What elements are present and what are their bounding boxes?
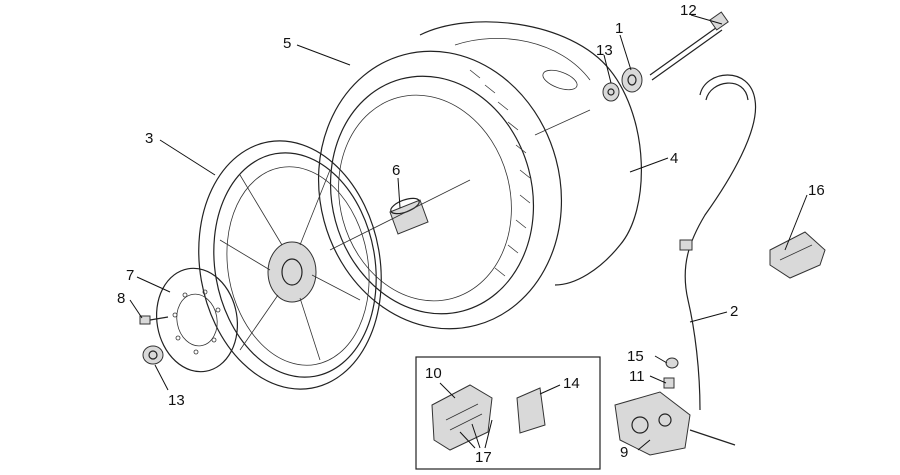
part-13-bearing-left bbox=[142, 345, 164, 365]
part-6-spacer bbox=[329, 179, 471, 251]
part-15-cap bbox=[665, 357, 679, 369]
callout-6: 6 bbox=[392, 162, 400, 179]
callout-2: 2 bbox=[730, 303, 738, 320]
part-2-brake-hose bbox=[679, 74, 757, 411]
part-12-axle bbox=[649, 11, 729, 81]
part-4-housing bbox=[419, 21, 642, 286]
part-10-pads bbox=[431, 384, 493, 451]
callout-4: 4 bbox=[670, 150, 678, 167]
callout-17: 17 bbox=[475, 449, 492, 466]
part-14-pad bbox=[516, 387, 546, 434]
callout-16: 16 bbox=[808, 182, 825, 199]
leader-lines bbox=[129, 14, 808, 451]
callout-5: 5 bbox=[283, 35, 291, 52]
callout-13-right: 13 bbox=[596, 42, 613, 59]
callout-13-left: 13 bbox=[168, 392, 185, 409]
part-13-bearing-right bbox=[602, 82, 620, 102]
part-3-rim bbox=[198, 140, 382, 390]
part-1-drive bbox=[621, 67, 643, 93]
part-7-brake-disc bbox=[155, 267, 239, 373]
part-5-tire bbox=[317, 50, 563, 330]
callout-12: 12 bbox=[680, 2, 697, 19]
callout-14: 14 bbox=[563, 375, 580, 392]
callout-3: 3 bbox=[145, 130, 153, 147]
callout-10: 10 bbox=[425, 365, 442, 382]
part-16-bracket bbox=[769, 231, 826, 279]
callout-8: 8 bbox=[117, 290, 125, 307]
callout-9: 9 bbox=[620, 444, 628, 461]
callout-11: 11 bbox=[629, 368, 645, 385]
callout-15: 15 bbox=[627, 348, 644, 365]
part-11-bleed-screw bbox=[663, 377, 675, 389]
callouts: 1 2 3 4 5 6 7 8 9 10 11 12 13 13 14 15 1… bbox=[117, 2, 825, 466]
part-8-screw bbox=[139, 315, 169, 325]
callout-1: 1 bbox=[615, 20, 623, 37]
part-9-caliper bbox=[614, 391, 736, 456]
callout-7: 7 bbox=[126, 267, 134, 284]
pad-kit-inset bbox=[415, 356, 601, 470]
